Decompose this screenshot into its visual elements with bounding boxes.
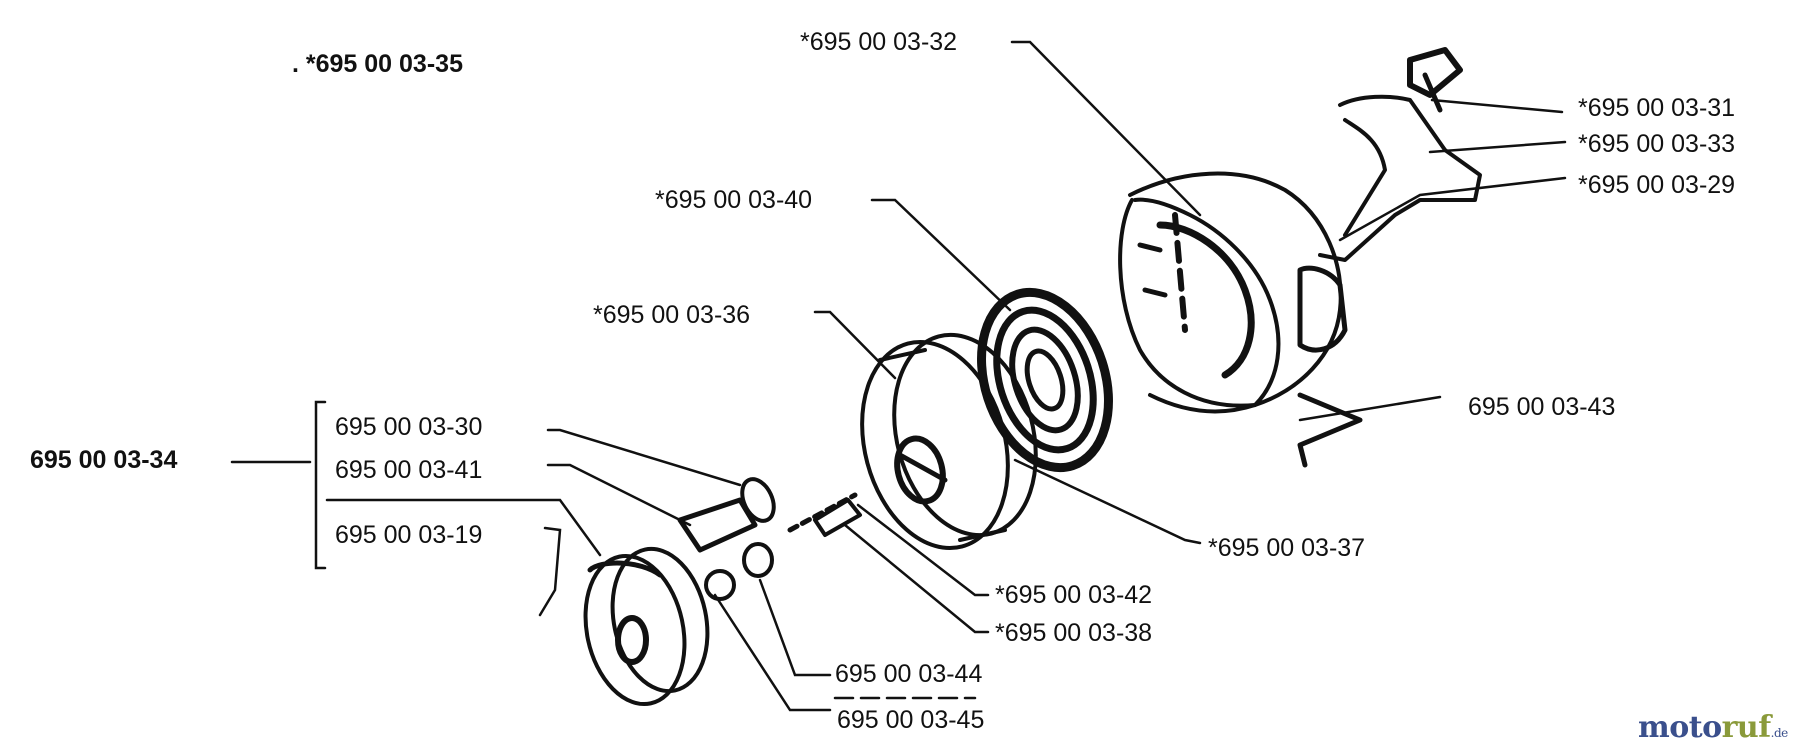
label-part-38: *695 00 03-38 xyxy=(995,619,1153,647)
starter-handle xyxy=(1318,47,1482,262)
starter-housing xyxy=(1118,171,1348,414)
pawl-assembly xyxy=(677,477,776,601)
leader-41 xyxy=(546,463,692,527)
leader-31 xyxy=(1430,98,1564,114)
label-part-41: 695 00 03-41 xyxy=(335,456,483,484)
leader-40 xyxy=(870,198,1012,312)
rope-guide xyxy=(1297,392,1363,468)
label-part-36: *695 00 03-36 xyxy=(593,301,751,329)
leader-36 xyxy=(813,310,897,380)
watermark-logo: motoruf.de xyxy=(1638,710,1788,745)
leader-30 xyxy=(546,428,742,487)
leader-42 xyxy=(856,503,990,597)
leader-29 xyxy=(1338,176,1567,242)
watermark-part1: moto xyxy=(1638,710,1722,745)
starter-cup xyxy=(583,546,710,707)
label-part-43: 695 00 03-43 xyxy=(1468,393,1616,421)
watermark-part2: ruf xyxy=(1721,710,1772,745)
label-part-34: 695 00 03-34 xyxy=(30,446,178,474)
leader-19 xyxy=(325,498,602,557)
leader-44 xyxy=(758,578,832,677)
rope-pulley xyxy=(860,332,1038,551)
label-part-45: 695 00 03-45 xyxy=(837,706,985,734)
leader-32 xyxy=(1010,40,1202,217)
leader-19b xyxy=(538,526,562,617)
recoil-spring xyxy=(977,287,1113,473)
label-part-35: . *695 00 03-35 xyxy=(292,50,463,78)
watermark-part3: .de xyxy=(1770,726,1789,740)
label-part-19: 695 00 03-19 xyxy=(335,521,483,549)
bracket-34 xyxy=(314,400,327,570)
label-part-32: *695 00 03-32 xyxy=(800,28,958,56)
leader-45 xyxy=(713,593,832,712)
label-part-29: *695 00 03-29 xyxy=(1578,171,1736,199)
label-part-33: *695 00 03-33 xyxy=(1578,130,1736,158)
label-part-42: *695 00 03-42 xyxy=(995,581,1153,609)
label-part-37: *695 00 03-37 xyxy=(1208,534,1366,562)
label-part-40: *695 00 03-40 xyxy=(655,186,813,214)
leader-43 xyxy=(1298,395,1442,422)
leader-33 xyxy=(1428,140,1567,154)
center-screw xyxy=(787,492,862,537)
label-part-44: 695 00 03-44 xyxy=(835,660,983,688)
label-part-30: 695 00 03-30 xyxy=(335,413,483,441)
leader-37 xyxy=(1013,458,1202,545)
leader-38 xyxy=(843,523,990,634)
label-part-31: *695 00 03-31 xyxy=(1578,94,1736,122)
